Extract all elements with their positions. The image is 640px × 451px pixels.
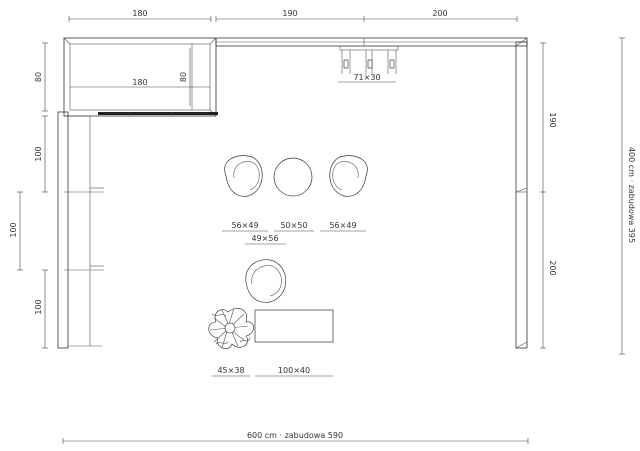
dim-chair-right: 56×49: [329, 221, 356, 230]
dim-plant: 45×38: [217, 366, 244, 375]
dim-wall-rack: 71×30: [353, 73, 380, 82]
chair-middle: [273, 157, 313, 197]
chair-left: [224, 155, 263, 197]
dim-right-lower: 200: [548, 260, 557, 275]
top-wall-band: [215, 37, 528, 47]
wall-rack: [339, 45, 399, 74]
dim-upper-cabinet-height: 80: [34, 72, 43, 82]
right-wall-unit: [515, 41, 528, 349]
dim-left-segment-bottom: 100: [34, 299, 43, 314]
bench: [254, 309, 334, 343]
chair-lower: [245, 259, 286, 303]
plant: [208, 307, 254, 349]
dim-right-upper: 190: [548, 112, 557, 127]
dim-upper-cabinet-inner-width: 180: [132, 78, 147, 87]
dim-bottom-total: 600 cm · zabudowa 590: [247, 431, 343, 440]
dim-top-middle: 190: [282, 9, 297, 18]
dim-bench: 100×40: [278, 366, 310, 375]
dim-chair-center-row: 49×56: [251, 234, 278, 243]
dim-left-outer: 100: [9, 222, 18, 237]
chair-right: [329, 155, 368, 197]
dim-right-total: 400 cm · zabudowa 395: [627, 147, 636, 243]
dim-chair-left: 56×49: [231, 221, 258, 230]
dim-upper-cabinet-inner-height: 80: [179, 72, 188, 82]
dim-top-right: 200: [432, 9, 447, 18]
top-dimension-lines: [68, 16, 518, 22]
left-wall-unit: [57, 111, 218, 349]
dim-left-segment-top: 100: [34, 146, 43, 161]
dim-chair-middle: 50×50: [280, 221, 307, 230]
upper-cabinet: [63, 37, 217, 117]
dim-top-left: 180: [132, 9, 147, 18]
